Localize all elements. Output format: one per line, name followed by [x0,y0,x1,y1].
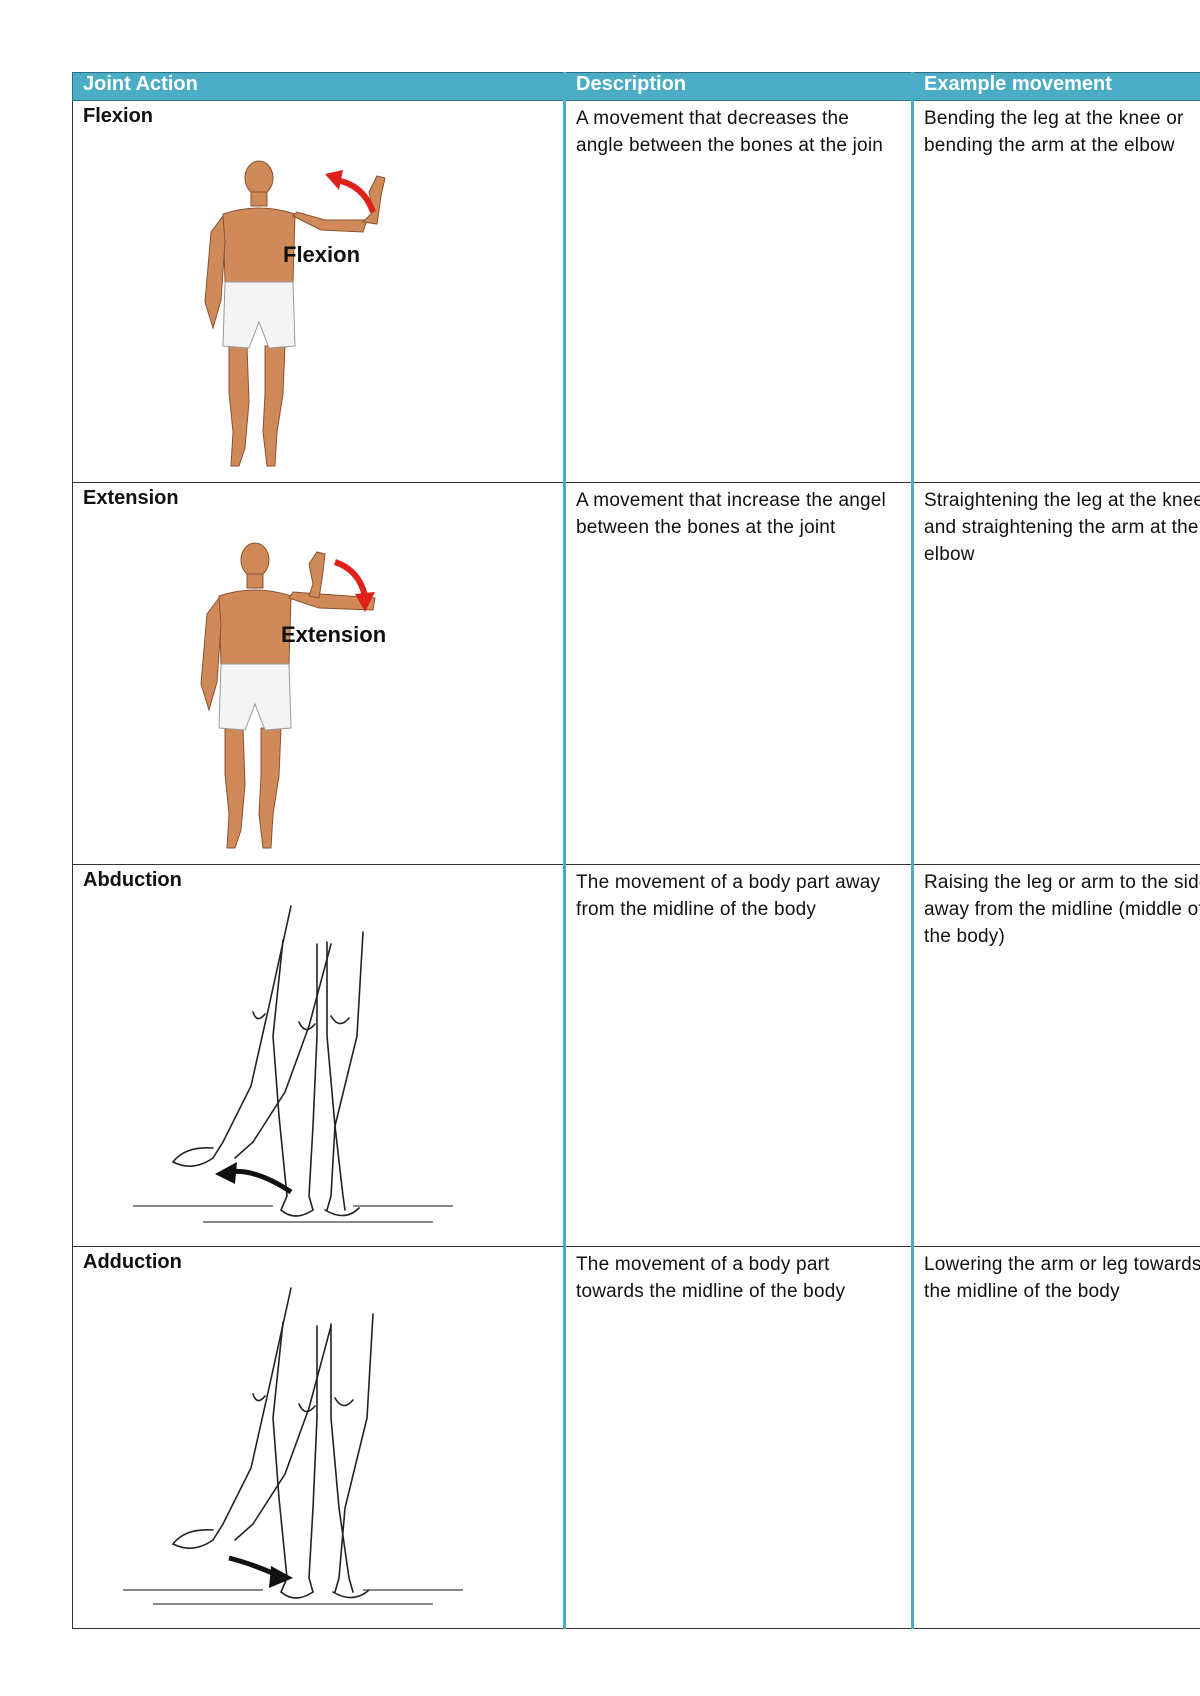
header-joint-action: Joint Action [72,72,566,101]
joint-actions-sheet: Joint Action Description Example movemen… [72,72,1200,1629]
joint-action-cell: Extension Extension [72,482,566,865]
table-row-extension: Extension Extension [72,482,1200,865]
example-cell: Bending the leg at the knee or bending t… [912,100,1200,483]
flexion-figure-label: Flexion [283,242,360,267]
description-text: A movement that decreases the angle betw… [576,108,884,156]
joint-action-cell: Abduction [72,864,566,1247]
action-name: Extension [83,487,179,509]
extension-figure-illustration: Extension [200,542,386,849]
example-text: Straightening the leg at the knee and st… [924,490,1200,565]
action-name: Flexion [83,105,154,127]
header-row: Joint Action Description Example movemen… [72,72,1200,101]
description-text: A movement that increase the angel betwe… [576,490,886,538]
flexion-figure-illustration: Flexion [204,160,386,467]
description-cell: The movement of a body part towards the … [564,1246,914,1629]
description-cell: A movement that increase the angel betwe… [564,482,914,865]
description-cell: A movement that decreases the angle betw… [564,100,914,483]
abduction-legs-illustration [133,905,453,1223]
extension-figure-label: Extension [281,622,386,647]
table-row-adduction: Adduction [72,1246,1200,1629]
description-cell: The movement of a body part away from th… [564,864,914,1247]
example-text: Lowering the arm or leg towards the midl… [924,1254,1200,1302]
table-row-flexion: Flexion Flexion [72,100,1200,483]
table-row-abduction: Abduction [72,864,1200,1247]
example-cell: Straightening the leg at the knee and st… [912,482,1200,865]
action-name: Abduction [83,869,182,891]
example-cell: Lowering the arm or leg towards the midl… [912,1246,1200,1629]
action-name: Adduction [83,1251,182,1273]
example-text: Raising the leg or arm to the side away … [924,872,1200,947]
description-text: The movement of a body part away from th… [576,872,881,920]
joint-action-cell: Flexion Flexion [72,100,566,483]
joint-actions-table: Joint Action Description Example movemen… [72,72,1200,1629]
description-text: The movement of a body part towards the … [576,1254,846,1302]
example-text: Bending the leg at the knee or bending t… [924,108,1184,156]
header-example-movement: Example movement [912,72,1200,101]
example-cell: Raising the leg or arm to the side away … [912,864,1200,1247]
joint-action-cell: Adduction [72,1246,566,1629]
adduction-legs-illustration [123,1287,463,1605]
header-description: Description [564,72,914,101]
